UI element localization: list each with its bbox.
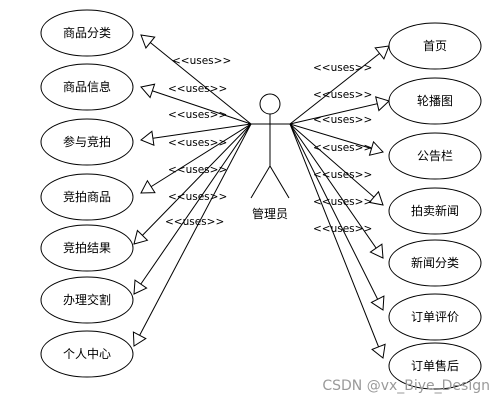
use-case-label: 参与竞拍 [63,134,111,149]
use-case-ellipse [388,342,482,390]
use-case-label: 商品信息 [63,79,111,94]
uses-label-left-1: <<uses>> [168,83,227,95]
uses-edge-right-6-line [289,123,384,359]
use-case-label: 轮播图 [417,94,453,108]
uses-edge-left-6-arrowhead [132,331,147,347]
use-case-ellipse [40,276,134,324]
use-case-ellipse [40,330,134,378]
uses-label-left-0: <<uses>> [172,55,231,67]
use-case-ellipse [388,132,482,180]
uses-edge-right-5-arrowhead [370,295,385,311]
actor-right-leg [269,165,290,199]
use-case-ellipse [40,224,134,272]
uses-label-left-6: <<uses>> [165,216,224,228]
relationship-labels: <<uses>> <<uses>> <<uses>> <<uses>> <<uses>>… [165,55,372,235]
use-case-label: 订单评价 [411,310,459,324]
uses-edge-left-4-line [133,123,252,245]
use-case-left-2: 参与竞拍 [40,118,134,166]
uses-edge-left-2-line [140,123,252,141]
uses-edge-left-0-arrowhead [140,34,156,49]
use-case-left-5: 办理交割 [40,276,134,324]
uses-label-left-4: <<uses>> [168,164,227,176]
use-case-ellipse [388,239,482,287]
uses-edge-left-1-arrowhead [140,83,156,99]
use-case-ellipse [388,77,482,125]
use-case-right-5: 订单评价 [388,293,482,341]
uses-label-left-2: <<uses>> [168,109,227,121]
use-case-label: 个人中心 [63,346,111,361]
relationship-edges [132,34,390,359]
use-case-ellipse [388,293,482,341]
uses-label-right-2: <<uses>> [313,114,372,126]
uses-edge-right-2-line [289,123,384,153]
uses-edge-right-4-arrowhead [369,243,384,259]
use-case-left-1: 商品信息 [40,63,134,111]
actor-left-leg [250,165,271,199]
actor-admin: 管理员 [248,93,292,221]
uses-edge-right-0-line [289,45,390,125]
uses-edge-left-3-arrowhead [140,179,156,194]
uses-edge-right-6-arrowhead [371,343,386,359]
use-case-ellipse [40,9,134,57]
uses-label-left-5: <<uses>> [168,191,227,203]
use-case-ellipse [40,63,134,111]
use-case-ellipse [388,187,482,235]
use-case-label: 拍卖新闻 [411,203,459,218]
use-case-label: 公告栏 [417,148,453,163]
uses-edge-left-5-line [133,123,252,295]
use-case-left-6: 个人中心 [40,330,134,378]
use-case-label: 商品分类 [63,25,111,40]
use-case-right-4: 新闻分类 [388,239,482,287]
use-case-left-0: 商品分类 [40,9,134,57]
uses-edge-right-4-line [289,123,384,259]
uses-edge-right-3-arrowhead [368,190,384,206]
uses-edge-right-1-arrowhead [375,96,390,112]
uses-label-right-0: <<uses>> [313,62,372,74]
use-case-right-0: 首页 [388,22,482,70]
use-case-right-3: 拍卖新闻 [388,187,482,235]
uses-edge-left-5-arrowhead [133,279,148,295]
use-case-label: 竞拍结果 [63,240,111,255]
use-case-label: 竞拍商品 [63,189,111,204]
uses-edge-right-0-arrowhead [374,45,390,60]
uses-label-right-5: <<uses>> [313,196,372,208]
uses-edge-left-2-arrowhead [140,130,155,146]
use-case-right-2: 公告栏 [388,132,482,180]
uses-edge-left-0-line [140,34,252,125]
uses-edge-left-6-line [133,123,252,347]
actor-head [259,93,281,115]
uses-edge-right-3-line [289,123,384,206]
uses-label-right-1: <<uses>> [313,89,372,101]
uses-edge-right-1-line [289,100,390,125]
use-case-label: 首页 [423,39,447,53]
uses-edge-left-1-line [140,86,252,125]
use-case-ellipse [388,22,482,70]
use-case-left-3: 竞拍商品 [40,173,134,221]
uses-label-right-4: <<uses>> [313,169,372,181]
use-case-ellipse [40,173,134,221]
use-case-right-1: 轮播图 [388,77,482,125]
uses-label-left-3: <<uses>> [168,137,227,149]
uses-edge-right-5-line [289,123,384,311]
uses-edge-left-3-line [140,123,252,194]
use-case-left-4: 竞拍结果 [40,224,134,272]
actor-label: 管理员 [252,206,288,221]
watermark: CSDN @vx_Biye_Design [322,378,490,394]
use-case-right-6: 订单售后 [388,342,482,390]
use-case-label: 新闻分类 [411,255,459,270]
uses-label-right-6: <<uses>> [313,223,372,235]
use-case-ellipse [40,118,134,166]
uses-label-right-3: <<uses>> [313,142,372,154]
uses-edge-left-4-arrowhead [133,229,149,245]
uses-edge-right-2-arrowhead [368,140,384,156]
use-case-label: 订单售后 [411,358,459,373]
use-case-label: 办理交割 [63,292,111,307]
